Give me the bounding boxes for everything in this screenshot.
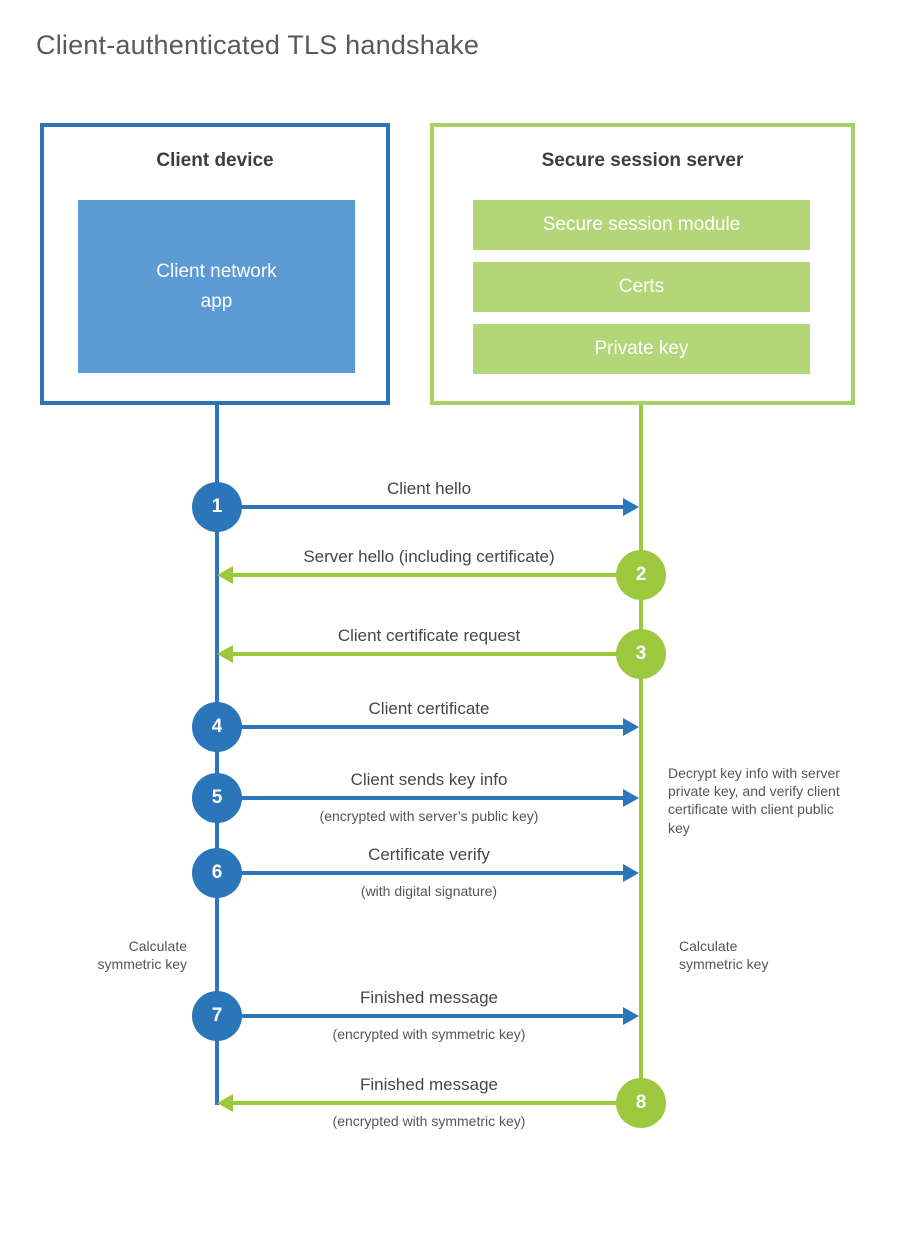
step6-label: Certificate verify [368,845,490,864]
step1-number-badge: 1 [192,482,242,532]
step1-arrow-line [217,505,623,509]
step5-label: Client sends key info [350,770,508,789]
step4-label: Client certificate [368,699,490,718]
step6-subtitle: (with digital signature) [360,883,498,899]
step5-arrow-line [217,796,623,800]
server-lifeline [639,405,643,1080]
step1-arrowhead-icon [623,498,639,516]
client-device-heading: Client device [156,150,274,171]
step8-label: Finished message [360,1075,498,1094]
step7-label: Finished message [360,988,498,1007]
step7-subtitle: (encrypted with symmetric key) [332,1026,526,1042]
step6-arrow-line [217,871,623,875]
step4-number-badge: 4 [192,702,242,752]
client-network-app-box: Client network app [78,200,355,373]
step5-arrowhead-icon [623,789,639,807]
step2-arrow-line [233,573,641,577]
server-module-private-key: Private key [473,324,810,374]
secure-session-server-heading: Secure session server [541,150,744,171]
server-module-secure-session: Secure session module [473,200,810,250]
step6-arrowhead-icon [623,864,639,882]
step8-arrow-line [233,1101,641,1105]
step3-arrow-line [233,652,641,656]
step8-arrowhead-icon [217,1094,233,1112]
step2-arrowhead-icon [217,566,233,584]
step4-arrow-line [217,725,623,729]
step2-number-badge: 2 [616,550,666,600]
step8-number-badge: 8 [616,1078,666,1128]
decrypt-note: Decrypt key info with server private key… [668,765,840,836]
step3-label: Client certificate request [337,626,521,645]
server-module-certs: Certs [473,262,810,312]
step5-subtitle: (encrypted with server’s public key) [319,808,539,824]
step4-arrowhead-icon [623,718,639,736]
calculate-symmetric-key-left: Calculate symmetric key [97,938,187,973]
step1-label: Client hello [386,479,472,498]
step5-number-badge: 5 [192,773,242,823]
page-title: Client-authenticated TLS handshake [36,30,480,60]
step2-label: Server hello (including certificate) [303,547,555,566]
step3-arrowhead-icon [217,645,233,663]
step7-arrowhead-icon [623,1007,639,1025]
step8-subtitle: (encrypted with symmetric key) [332,1113,526,1129]
step7-number-badge: 7 [192,991,242,1041]
step3-number-badge: 3 [616,629,666,679]
calculate-symmetric-key-right: Calculate symmetric key [679,938,769,973]
step6-number-badge: 6 [192,848,242,898]
client-lifeline [215,405,219,1105]
step7-arrow-line [217,1014,623,1018]
